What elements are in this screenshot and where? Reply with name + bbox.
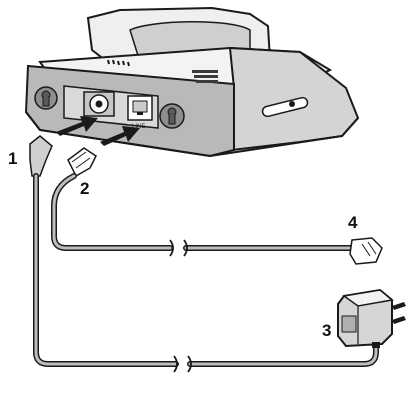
telephone-line-cord [51,147,383,265]
cable-break-mark [173,355,192,373]
wall-mount-hole-left [34,86,58,110]
page-button [261,96,309,118]
callout-2: 2 [80,179,89,198]
line-jack: LINE [127,95,153,130]
ac-adapter [337,288,406,348]
vent-slots [107,59,130,67]
adapter-prong [392,316,406,324]
line-plug-wall-end [349,237,383,265]
wall-mount-hole-right [159,103,185,129]
base-station: LINE [24,6,360,158]
base-bottom-edge [25,111,359,158]
callout-1: 1 [8,149,17,168]
callout-4: 4 [348,213,358,232]
adapter-prong [392,302,406,310]
power-cord [29,135,379,373]
insertion-arrow-line [100,126,140,146]
line-port-label: LINE [132,124,145,130]
speaker-grille [192,70,218,83]
power-jack [83,91,115,117]
callout-3: 3 [322,321,331,340]
power-plug [29,135,53,177]
cable-break-mark [169,239,188,257]
insertion-arrow-power [56,116,98,136]
